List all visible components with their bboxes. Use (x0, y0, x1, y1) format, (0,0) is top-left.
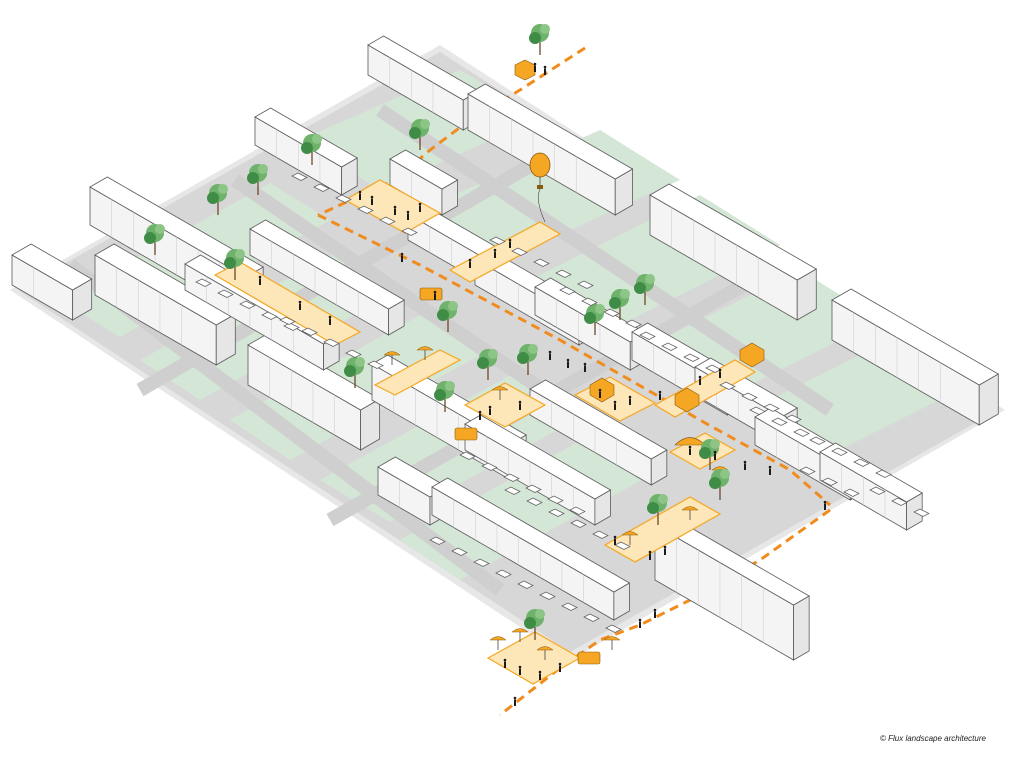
person-icon (558, 662, 562, 672)
person-icon (393, 205, 397, 215)
person-icon (328, 315, 332, 325)
person-icon (478, 410, 482, 420)
person-icon (503, 658, 507, 668)
person-icon (518, 665, 522, 675)
person-icon (628, 395, 632, 405)
person-icon (743, 460, 747, 470)
person-icon (713, 450, 717, 460)
person-icon (468, 258, 472, 268)
plaza-terrace (603, 496, 722, 563)
person-icon (370, 195, 374, 205)
person-icon (418, 202, 422, 212)
person-icon (688, 445, 692, 455)
plaza-central (463, 382, 547, 428)
building (11, 243, 93, 321)
person-icon (406, 210, 410, 220)
person-icon (513, 696, 517, 706)
tree-icon (528, 23, 551, 56)
person-icon (488, 405, 492, 415)
building (249, 219, 405, 336)
activity-plazas (213, 179, 757, 685)
person-icon (533, 62, 537, 72)
building (94, 243, 237, 366)
person-icon (548, 350, 552, 360)
person-icon (768, 465, 772, 475)
plaza-playground (448, 221, 562, 283)
person-icon (543, 65, 547, 75)
person-icon (613, 400, 617, 410)
person-icon (508, 238, 512, 248)
person-icon (400, 252, 404, 262)
person-icon (358, 190, 362, 200)
building (831, 288, 1000, 426)
person-icon (613, 535, 617, 545)
person-icon (538, 670, 542, 680)
building (247, 333, 381, 451)
person-icon (823, 500, 827, 510)
balloon-icon (529, 152, 551, 223)
person-icon (583, 362, 587, 372)
building (654, 515, 810, 661)
person-icon (653, 608, 657, 618)
person-icon (648, 550, 652, 560)
person-icon (518, 400, 522, 410)
person-icon (638, 618, 642, 628)
person-icon (658, 390, 662, 400)
person-icon (493, 248, 497, 258)
person-icon (663, 545, 667, 555)
building (649, 183, 818, 321)
building (431, 477, 631, 621)
building (529, 379, 668, 486)
person-icon (566, 358, 570, 368)
person-icon (698, 375, 702, 385)
plaza-rooftop (373, 349, 462, 396)
person-icon (433, 290, 437, 300)
person-icon (298, 300, 302, 310)
person-icon (598, 388, 602, 398)
orange-kiosks (419, 59, 765, 665)
person-icon (718, 368, 722, 378)
credit-label: © Flux landscape architecture (880, 734, 986, 743)
person-icon (258, 275, 262, 285)
